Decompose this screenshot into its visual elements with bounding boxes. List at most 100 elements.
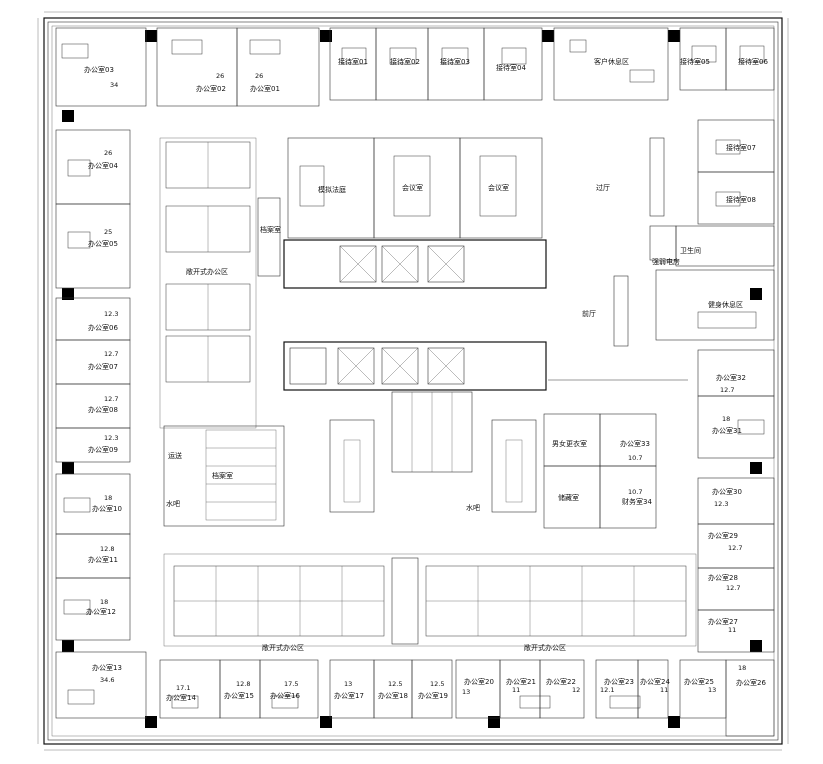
office-22-label: 办公室22 bbox=[546, 677, 576, 686]
office-01-area: 26 bbox=[255, 72, 263, 80]
office-26-area: 18 bbox=[738, 664, 746, 672]
office-20-area: 13 bbox=[462, 688, 470, 696]
archive-label: 档案室 bbox=[212, 471, 233, 480]
office-19-area: 12.5 bbox=[430, 680, 444, 688]
office-13-area: 34.6 bbox=[100, 676, 114, 684]
office-15-label: 办公室15 bbox=[224, 691, 254, 700]
office-29-label: 办公室29 bbox=[708, 531, 738, 540]
bar-2-label: 水吧 bbox=[466, 503, 480, 512]
finance-34-area: 10.7 bbox=[628, 488, 642, 496]
office-19-label: 办公室19 bbox=[418, 691, 448, 700]
office-27-label: 办公室27 bbox=[708, 617, 738, 626]
office-30-area: 12.3 bbox=[714, 500, 728, 508]
open-office-south-area bbox=[163, 553, 697, 647]
office-04-label: 办公室04 bbox=[88, 161, 118, 170]
office-04-area: 26 bbox=[104, 149, 112, 157]
office-09-area: 12.3 bbox=[104, 434, 118, 442]
office-08-area: 12.7 bbox=[104, 395, 118, 403]
office-32-area: 12.7 bbox=[720, 386, 734, 394]
office-31-label: 办公室31 bbox=[712, 426, 742, 435]
office-18-label: 办公室18 bbox=[378, 691, 408, 700]
office-09-label: 办公室09 bbox=[88, 445, 118, 454]
finance-34-label: 财务室34 bbox=[622, 497, 652, 506]
office-23-label: 办公室23 bbox=[604, 677, 634, 686]
open-office-north-area bbox=[159, 137, 281, 429]
office-30-label: 办公室30 bbox=[712, 487, 742, 496]
office-32-label: 办公室32 bbox=[716, 373, 746, 382]
client-lounge-label: 客户休息区 bbox=[594, 57, 629, 66]
office-03-area: 34 bbox=[110, 81, 118, 89]
office-11-area: 12.8 bbox=[100, 545, 114, 553]
bottom-row bbox=[159, 659, 775, 737]
transport-label: 运送 bbox=[168, 451, 182, 460]
reception-05-label: 接待室05 bbox=[680, 57, 710, 66]
office-03-label: 办公室03 bbox=[84, 65, 114, 74]
office-07-label: 办公室07 bbox=[88, 362, 118, 371]
office-24-label: 办公室24 bbox=[640, 677, 670, 686]
office-10-label: 办公室10 bbox=[92, 504, 122, 513]
reception-04-label: 接待室04 bbox=[496, 63, 526, 72]
office-02-label: 办公室02 bbox=[196, 84, 226, 93]
office-21-area: 11 bbox=[512, 686, 520, 694]
meeting-block bbox=[287, 137, 543, 239]
reception-06-label: 接待室06 bbox=[738, 57, 768, 66]
office-28-label: 办公室28 bbox=[708, 573, 738, 582]
office-14-label: 办公室14 bbox=[166, 693, 196, 702]
office-05-area: 25 bbox=[104, 228, 112, 236]
gym-label: 健身休息区 bbox=[708, 300, 743, 309]
office-20-label: 办公室20 bbox=[464, 677, 494, 686]
lobby-area bbox=[548, 137, 775, 381]
storage-label: 储藏室 bbox=[558, 493, 579, 502]
mock-court-label: 模拟法庭 bbox=[318, 185, 346, 194]
office-23-area: 12.1 bbox=[600, 686, 614, 694]
restroom-label: 卫生间 bbox=[680, 246, 701, 255]
office-16-area: 17.5 bbox=[284, 680, 298, 688]
office-08-label: 办公室08 bbox=[88, 405, 118, 414]
office-29-area: 12.7 bbox=[728, 544, 742, 552]
open-office-north-label: 敞开式办公区 bbox=[186, 267, 228, 276]
office-24-area: 11 bbox=[660, 686, 668, 694]
office-16-label: 办公室16 bbox=[270, 691, 300, 700]
left-column bbox=[55, 129, 147, 719]
right-column bbox=[697, 119, 775, 653]
office-17-label: 办公室17 bbox=[334, 691, 364, 700]
office-07-area: 12.7 bbox=[104, 350, 118, 358]
office-27-area: 11 bbox=[728, 626, 736, 634]
office-11-label: 办公室11 bbox=[88, 555, 118, 564]
structural-columns bbox=[62, 30, 762, 728]
office-26-label: 办公室26 bbox=[736, 678, 766, 687]
bar-1-label: 水吧 bbox=[166, 499, 180, 508]
reception-08-label: 接待室08 bbox=[726, 195, 756, 204]
office-01-label: 办公室01 bbox=[250, 84, 280, 93]
hall-label: 过厅 bbox=[596, 183, 610, 192]
building-envelope bbox=[37, 11, 789, 751]
archive-block bbox=[163, 425, 285, 527]
archive-small-label: 档案室 bbox=[260, 225, 281, 234]
reception-03-label: 接待室03 bbox=[440, 57, 470, 66]
office-33-area: 10.7 bbox=[628, 454, 642, 462]
office-15-area: 12.8 bbox=[236, 680, 250, 688]
open-office-south-2-label: 敞开式办公区 bbox=[524, 643, 566, 652]
office-25-area: 13 bbox=[708, 686, 716, 694]
reception-01-label: 接待室01 bbox=[338, 57, 368, 66]
lobby-label: 前厅 bbox=[582, 309, 596, 318]
reception-02-label: 接待室02 bbox=[390, 57, 420, 66]
office-33-label: 办公室33 bbox=[620, 439, 650, 448]
office-12-area: 18 bbox=[100, 598, 108, 606]
meeting-1-label: 会议室 bbox=[402, 183, 423, 192]
electrical-label: 强弱电房 bbox=[652, 257, 680, 266]
office-21-label: 办公室21 bbox=[506, 677, 536, 686]
reception-07-label: 接待室07 bbox=[726, 143, 756, 152]
open-office-south-1-label: 敞开式办公区 bbox=[262, 643, 304, 652]
office-28-area: 12.7 bbox=[726, 584, 740, 592]
office-06-label: 办公室06 bbox=[88, 323, 118, 332]
office-17-area: 13 bbox=[344, 680, 352, 688]
office-02-area: 26 bbox=[216, 72, 224, 80]
core bbox=[283, 239, 547, 513]
office-18-area: 12.5 bbox=[388, 680, 402, 688]
office-13-label: 办公室13 bbox=[92, 663, 122, 672]
office-25-label: 办公室25 bbox=[684, 677, 714, 686]
office-31-area: 18 bbox=[722, 415, 730, 423]
office-14-area: 17.1 bbox=[176, 684, 190, 692]
